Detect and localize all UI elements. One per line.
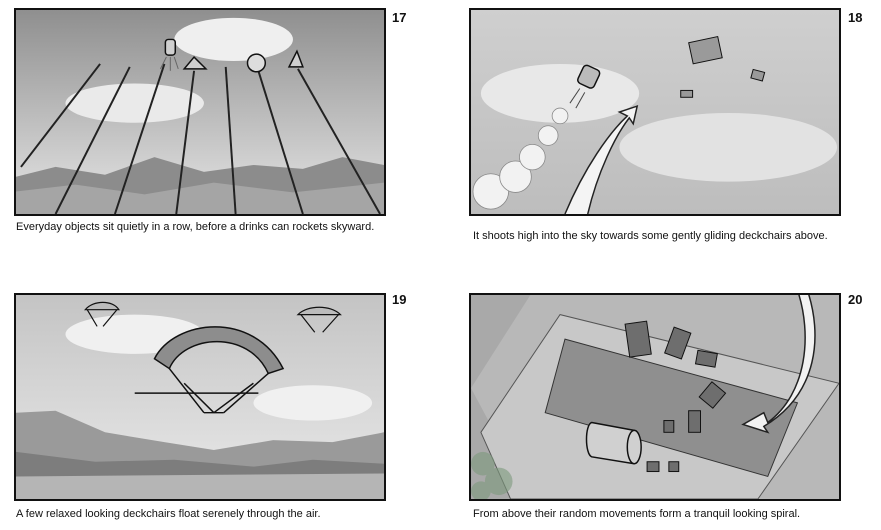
panel-caption-20: From above their random movements form a… <box>473 508 801 520</box>
panel-caption-19: A few relaxed looking deckchairs float s… <box>16 508 321 520</box>
panel-number-20: 20 <box>848 292 863 307</box>
storyboard-panel-19 <box>14 293 386 501</box>
storyboard-panel-17 <box>14 8 386 216</box>
panel-caption-17: Everyday objects sit quietly in a row, b… <box>16 221 375 233</box>
sketch-rocket-ascending <box>471 10 839 214</box>
storyboard-panel-20 <box>469 293 841 501</box>
panel-number-19: 19 <box>392 292 407 307</box>
sketch-floating-deckchairs <box>16 295 384 499</box>
storyboard-panel-18 <box>469 8 841 216</box>
sketch-launch-poles <box>16 10 384 214</box>
sketch-overhead-spiral <box>471 295 839 499</box>
panel-caption-18: It shoots high into the sky towards some… <box>473 230 828 242</box>
panel-number-17: 17 <box>392 10 407 25</box>
panel-number-18: 18 <box>848 10 863 25</box>
